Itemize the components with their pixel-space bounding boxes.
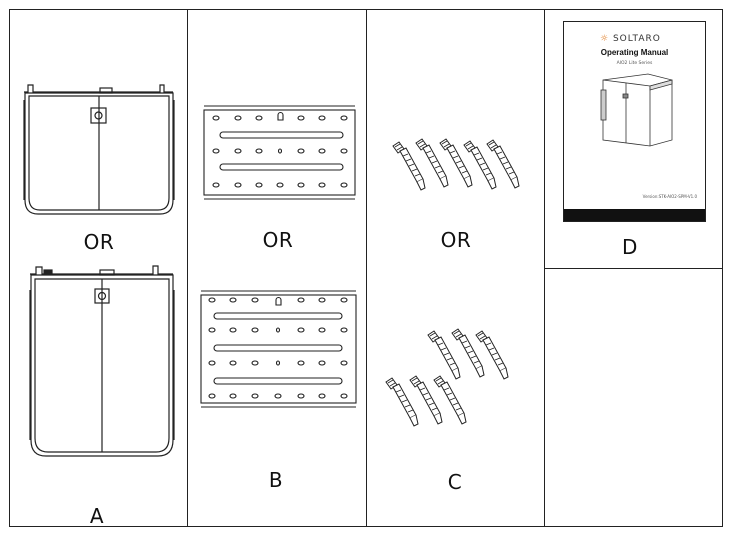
item-label-c: C xyxy=(447,470,463,494)
item-label-b: B xyxy=(268,468,284,492)
or-label-b: OR xyxy=(262,228,294,252)
column-divider xyxy=(366,10,367,526)
sun-icon: ☼ xyxy=(600,34,610,44)
manual-brand: SOLTARO xyxy=(612,34,661,44)
manual-doc-number: Version:STK-AIO2-SPM-V1.0 xyxy=(642,194,697,199)
column-divider xyxy=(187,10,188,526)
manual-title: Operating Manual xyxy=(600,48,669,57)
manual-subtitle: AIO2 Lite Series xyxy=(616,61,653,66)
inverter-cabinet-picture xyxy=(600,73,673,147)
or-label-a: OR xyxy=(83,230,115,254)
operating-manual-illustration: ☼ SOLTARO Operating Manual AIO2 Lite Ser… xyxy=(563,21,706,222)
item-label-a: A xyxy=(89,504,105,528)
manual-bottom-bar xyxy=(564,209,705,221)
item-label-d: D xyxy=(622,235,638,259)
row-divider xyxy=(544,268,722,269)
or-label-c: OR xyxy=(440,228,472,252)
manual-brand-logo: ☼ SOLTARO xyxy=(600,34,661,44)
component-table xyxy=(9,9,723,527)
